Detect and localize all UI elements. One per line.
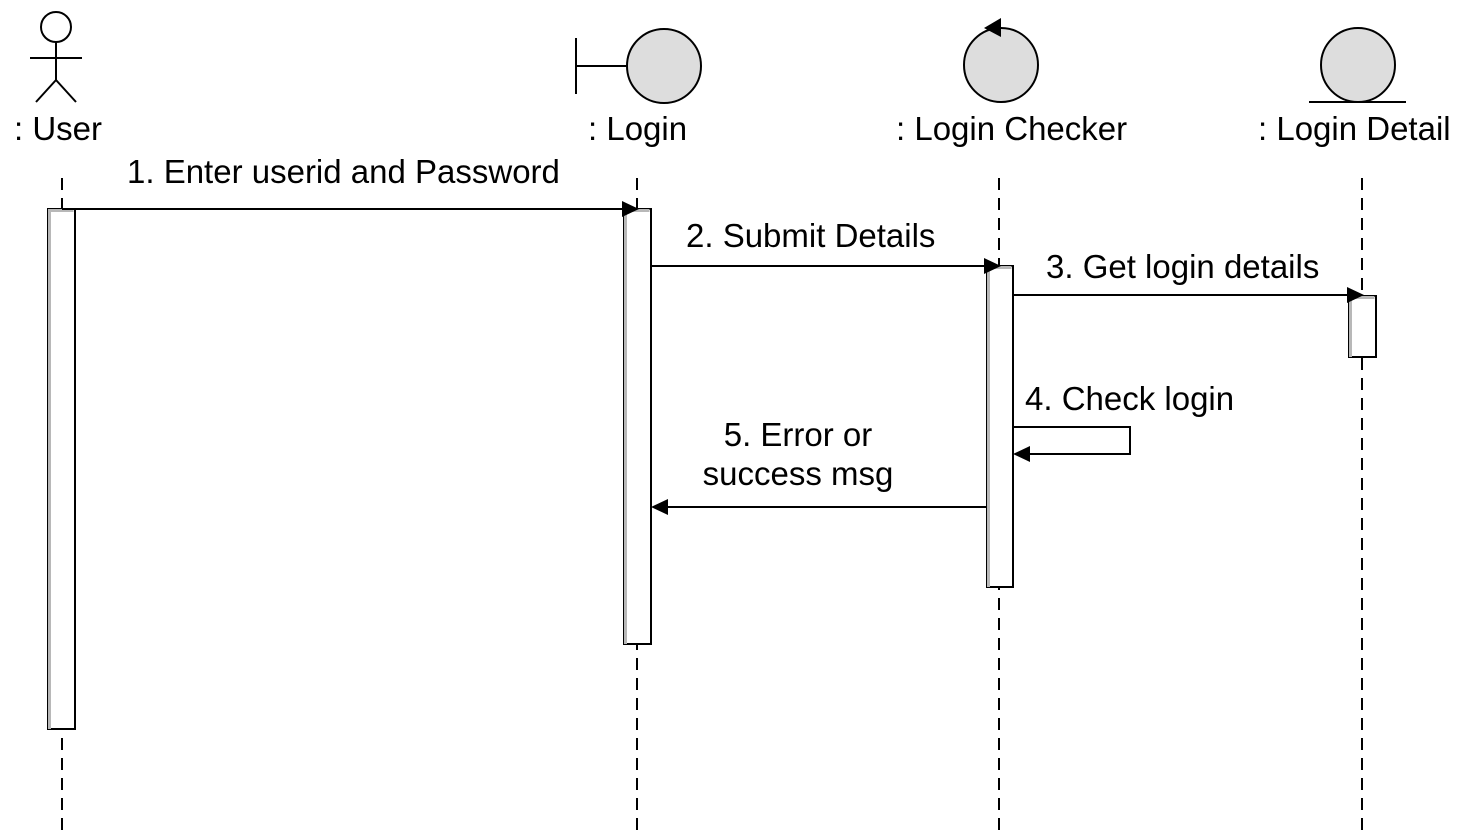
actor-icon [30,11,82,103]
message-label-5-line-1: 5. Error or [724,416,873,453]
message-3: 3. Get login details [1013,248,1364,303]
activation-login-checker [986,265,1014,588]
participant-label-login: : Login [588,110,687,147]
participant-label-login-checker: : Login Checker [896,110,1127,147]
activation-login-detail [1348,295,1377,358]
message-4: 4. Check login [1013,380,1234,462]
participant-label-login-detail: : Login Detail [1258,110,1451,147]
activation-user [47,208,76,730]
message-label-4: 4. Check login [1025,380,1234,417]
message-5: 5. Error or success msg [651,416,987,515]
control-icon [963,18,1039,103]
message-label-1: 1. Enter userid and Password [127,153,560,190]
arrowhead-icon [984,258,1001,274]
activation-login [623,208,652,645]
message-2: 2. Submit Details [651,217,1001,274]
boundary-icon [575,28,702,104]
arrowhead-icon [622,201,639,217]
message-label-5-line-2: success msg [703,455,894,492]
entity-icon [1309,27,1406,103]
arrowhead-icon [1347,287,1364,303]
arrowhead-icon [651,499,668,515]
message-label-3: 3. Get login details [1046,248,1319,285]
message-1: 1. Enter userid and Password [62,153,639,217]
participant-label-user: : User [14,110,102,147]
arrowhead-icon [1013,446,1030,462]
message-label-2: 2. Submit Details [686,217,935,254]
